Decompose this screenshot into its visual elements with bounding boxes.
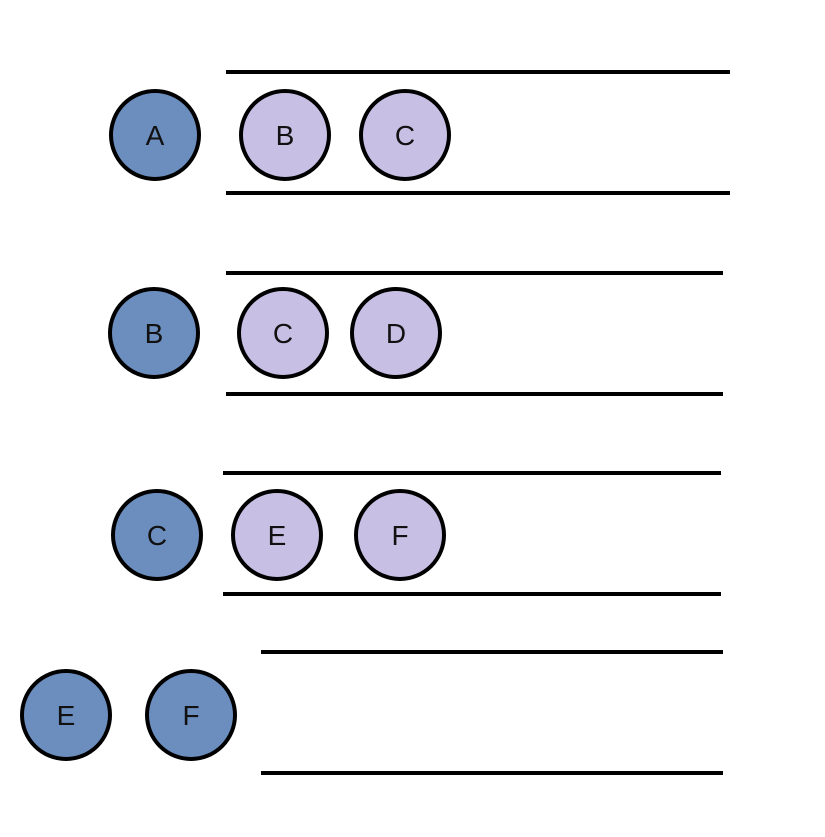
current-node-step-1-a: A: [109, 89, 201, 181]
queued-node-step-2-c-circle: [237, 287, 329, 379]
current-node-step-4-e-circle: [20, 669, 112, 761]
queued-node-step-1-c-label: C: [395, 120, 415, 151]
current-node-step-1-a-label: A: [146, 120, 165, 151]
current-node-step-4-e: E: [20, 669, 112, 761]
queued-node-step-3-f-label: F: [391, 520, 408, 551]
current-node-step-4-f-label: F: [182, 700, 199, 731]
queued-node-step-1-c-circle: [359, 89, 451, 181]
queued-node-step-3-e-circle: [231, 489, 323, 581]
current-node-step-4-e-label: E: [57, 700, 76, 731]
current-node-step-2-b-circle: [108, 287, 200, 379]
queued-node-step-3-e-label: E: [268, 520, 287, 551]
queued-node-step-2-c: C: [237, 287, 329, 379]
queued-node-step-1-b-label: B: [276, 120, 295, 151]
queued-node-step-3-f-circle: [354, 489, 446, 581]
queued-node-step-2-d-label: D: [386, 318, 406, 349]
queued-node-step-2-d: D: [350, 287, 442, 379]
current-node-step-2-b-label: B: [145, 318, 164, 349]
current-node-step-1-a-circle: [109, 89, 201, 181]
queued-node-step-3-f: F: [354, 489, 446, 581]
queued-node-step-1-b: B: [239, 89, 331, 181]
queued-node-step-1-b-circle: [239, 89, 331, 181]
queued-node-step-3-e: E: [231, 489, 323, 581]
current-node-step-3-c: C: [111, 489, 203, 581]
current-node-step-2-b: B: [108, 287, 200, 379]
current-node-step-3-c-label: C: [147, 520, 167, 551]
current-node-step-4-f: F: [145, 669, 237, 761]
current-node-step-3-c-circle: [111, 489, 203, 581]
current-node-step-4-f-circle: [145, 669, 237, 761]
queued-node-step-2-d-circle: [350, 287, 442, 379]
queued-node-step-2-c-label: C: [273, 318, 293, 349]
queued-node-step-1-c: C: [359, 89, 451, 181]
